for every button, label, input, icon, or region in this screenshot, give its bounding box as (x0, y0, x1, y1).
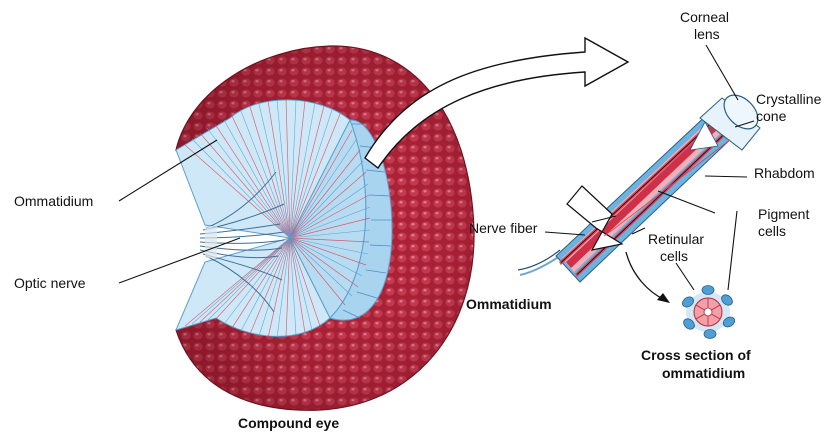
cross-section (681, 286, 737, 339)
label-nerve-fiber: Nerve fiber (469, 220, 538, 236)
label-crystalline-1: Crystalline (756, 91, 822, 107)
label-ommatidium-left: Ommatidium (14, 193, 93, 209)
label-corneal-2: lens (694, 26, 720, 42)
label-cross-section-1: Cross section of (641, 347, 751, 363)
label-rhabdom: Rhabdom (754, 165, 815, 181)
ommatidium-detail (518, 89, 764, 303)
nerve-stub (205, 226, 217, 258)
label-optic-nerve: Optic nerve (14, 275, 86, 291)
label-pigment-1: Pigment (758, 206, 809, 222)
label-cross-section-2: ommatidium (662, 365, 745, 381)
label-compound-eye: Compound eye (238, 415, 339, 431)
label-crystalline-2: cone (756, 108, 787, 124)
label-retinular-2: cells (660, 248, 688, 264)
label-retinular-1: Retinular (648, 231, 704, 247)
label-ommatidium-right: Ommatidium (466, 296, 552, 312)
label-corneal-1: Corneal (680, 9, 729, 25)
label-pigment-2: cells (758, 223, 786, 239)
